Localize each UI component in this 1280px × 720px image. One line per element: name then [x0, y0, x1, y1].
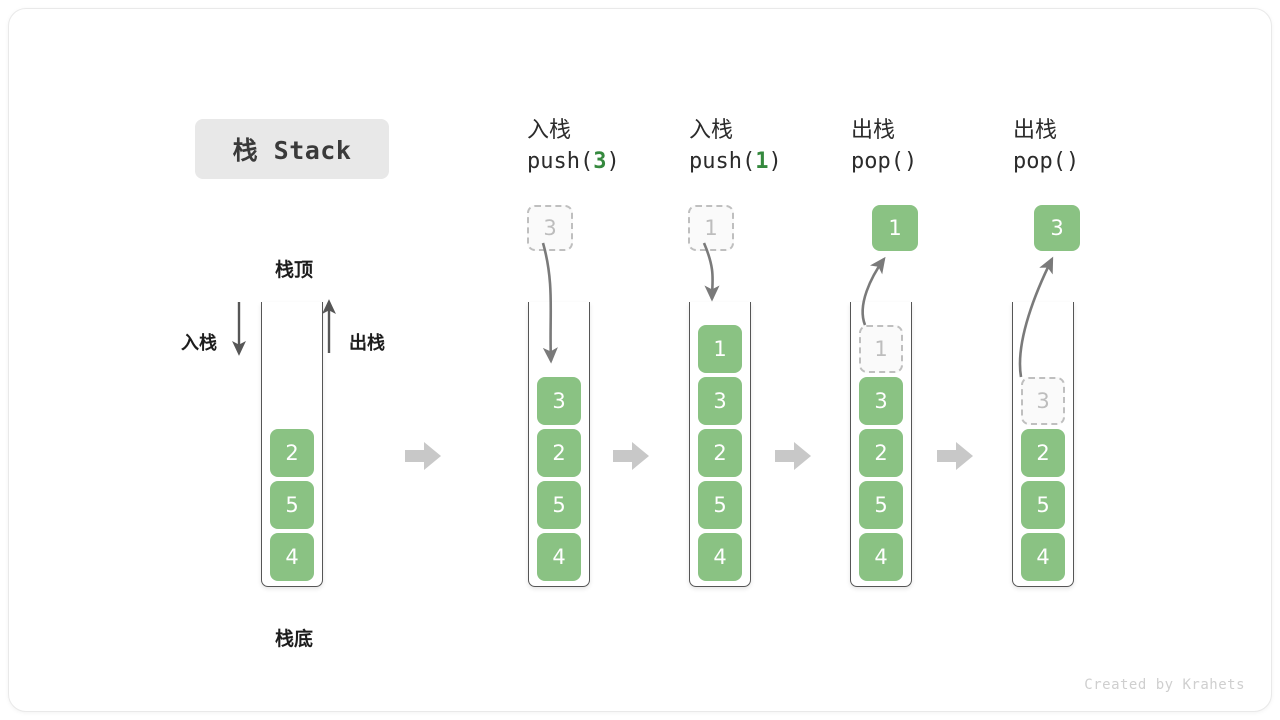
incoming-cell-1: 1: [688, 205, 734, 251]
footer-credit: Created by Krahets: [1084, 677, 1245, 693]
step-heading-cn: 入栈: [689, 118, 734, 143]
page-title: 栈 Stack: [232, 136, 352, 165]
diagram-arrows-overlay: [232, 242, 1054, 470]
flow-arrow-icon-4: [937, 442, 973, 470]
step-heading-code: push(1): [689, 149, 782, 174]
stack-cell: 4: [1021, 533, 1065, 581]
flow-arrow-icon-3: [775, 442, 811, 470]
stack-rail: [689, 302, 751, 587]
push-direction-label: 入栈: [181, 333, 217, 354]
step-heading-push-1: 入栈 push(1): [689, 116, 869, 178]
pop-direction-label: 出栈: [349, 333, 385, 354]
stack-top-label: 栈顶: [274, 259, 313, 281]
step-heading-pop-1: 出栈 pop(): [851, 116, 1031, 178]
step-heading-cn: 出栈: [1013, 118, 1058, 143]
diagram-title-pill: 栈 Stack: [195, 119, 389, 179]
stack-cell: 3: [537, 377, 581, 425]
incoming-cell-value: 1: [704, 216, 718, 240]
incoming-cell-value: 3: [543, 216, 557, 240]
incoming-cell-3: 3: [527, 205, 573, 251]
stack-cell: 4: [537, 533, 581, 581]
stack-rail: [528, 302, 590, 587]
stack-cell: 2: [270, 429, 314, 477]
stack-cell: 2: [859, 429, 903, 477]
stack-cell: 3: [698, 377, 742, 425]
popped-cell-value: 3: [1050, 216, 1064, 240]
step-heading-cn: 入栈: [527, 118, 572, 143]
stack-cell: 2: [1021, 429, 1065, 477]
stack-cell: 5: [537, 481, 581, 529]
stack-cell: 5: [698, 481, 742, 529]
step-heading-cn: 出栈: [851, 118, 896, 143]
stack-cell: 2: [698, 429, 742, 477]
stack-cell: 4: [859, 533, 903, 581]
stack-cell: 1: [698, 325, 742, 373]
stack-rail: [850, 302, 912, 587]
flow-arrow-icon-1: [405, 442, 441, 470]
step-heading-code: push(3): [527, 149, 620, 174]
stack-cell: 1: [859, 325, 903, 373]
step-heading-pop-3: 出栈 pop(): [1013, 116, 1193, 178]
step-heading-push-3: 入栈 push(3): [527, 116, 707, 178]
stack-cell: 3: [1021, 377, 1065, 425]
motion-arrow-push-1-icon: [702, 242, 720, 302]
popped-cell-3: 3: [1034, 205, 1080, 251]
stack-bottom-label: 栈底: [274, 628, 313, 650]
stack-rail: [261, 302, 323, 587]
stack-cell: 5: [859, 481, 903, 529]
stack-cell: 5: [270, 481, 314, 529]
stack-cell: 4: [698, 533, 742, 581]
stack-rail: [1012, 302, 1074, 587]
stack-cell: 2: [537, 429, 581, 477]
flow-arrow-icon-2: [613, 442, 649, 470]
popped-cell-1: 1: [872, 205, 918, 251]
stack-cell: 3: [859, 377, 903, 425]
popped-cell-value: 1: [888, 216, 902, 240]
step-heading-code: pop(): [1013, 149, 1080, 174]
stack-cell: 5: [1021, 481, 1065, 529]
step-heading-code: pop(): [851, 149, 918, 174]
stack-cell: 4: [270, 533, 314, 581]
